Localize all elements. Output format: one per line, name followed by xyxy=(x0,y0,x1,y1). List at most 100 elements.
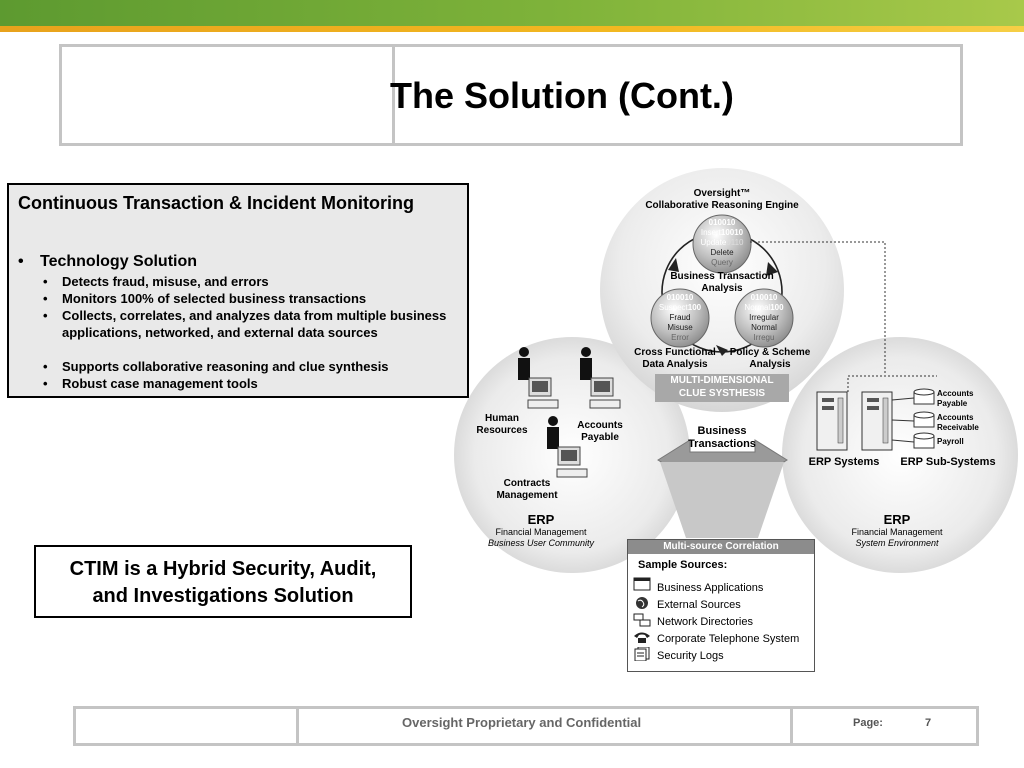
contracts-label: Contracts Management xyxy=(487,478,567,502)
server-1 xyxy=(816,391,848,451)
top-banner xyxy=(0,0,1024,26)
db-line: Receivable xyxy=(937,423,979,432)
erp-right-label: ERP Financial Management System Environm… xyxy=(826,512,968,549)
node-left-labels: 010010 Suspect100 Fraud Misuse Error xyxy=(652,293,708,343)
node-text: Misuse xyxy=(667,323,693,332)
source-corporate-telephone: Corporate Telephone System xyxy=(657,633,800,645)
source-network-directories: Network Directories xyxy=(657,616,753,628)
node-text: Suspect xyxy=(658,303,688,312)
node-text-row: Normal100 xyxy=(736,303,792,313)
arrow-head-right xyxy=(766,262,778,276)
multi-dim-label: MULTI-DIMENSIONAL CLUE SYSTHESIS xyxy=(655,374,789,400)
bta-line: Business Transaction xyxy=(670,271,774,282)
dashed-link-sub xyxy=(847,375,937,392)
node-text: 010010 xyxy=(750,293,778,302)
title-divider xyxy=(392,47,395,143)
engine-circle xyxy=(600,168,844,412)
erp-left-sub: Business User Community xyxy=(487,538,595,548)
node-text: Query xyxy=(711,258,733,267)
telephone-icon xyxy=(634,632,650,643)
node-text: 0110 xyxy=(726,238,744,247)
person-hr xyxy=(518,347,559,409)
bt-line: Business xyxy=(697,425,747,437)
footer-page-label: Page: xyxy=(853,717,883,729)
node-text: Normal xyxy=(744,303,771,312)
node-right xyxy=(734,288,794,348)
ap-line: Accounts xyxy=(577,420,623,431)
funnel xyxy=(660,462,784,538)
node-right-labels: 010010 Normal100 Irregular Normal Irregu xyxy=(736,293,792,343)
node-text: Insert xyxy=(700,228,721,237)
node-text: Normal xyxy=(751,323,777,332)
erp-systems-label: ERP Systems xyxy=(808,456,880,468)
server-2 xyxy=(861,391,893,451)
multi-dim-band xyxy=(655,374,789,402)
policy-line: Policy & Scheme xyxy=(729,347,811,358)
arrow-head-bottom xyxy=(716,345,728,356)
node-text: Fraud xyxy=(669,313,691,322)
node-text: 010010 xyxy=(708,218,736,227)
arrow-head-left xyxy=(668,258,679,272)
window-icon xyxy=(633,577,651,591)
bta-line: Analysis xyxy=(701,283,743,294)
footer-divider xyxy=(790,709,793,743)
source-external-sources: External Sources xyxy=(657,599,741,611)
node-left xyxy=(650,288,710,348)
erp-right-sub: System Environment xyxy=(855,538,939,548)
erp-left-title: ERP xyxy=(527,512,555,527)
bullet-technology-solution: • Technology Solution xyxy=(18,253,197,271)
sub-bullet: •Detects fraud, misuse, and errors xyxy=(43,274,269,289)
sub-bullet-label: Collects, correlates, and analyzes data … xyxy=(62,308,447,340)
sample-sources-label: Sample Sources: xyxy=(638,559,728,571)
erp-subsystems-label: ERP Sub-Systems xyxy=(900,456,996,468)
hybrid-line-1: CTIM is a Hybrid Security, Audit, xyxy=(69,558,377,580)
db-accounts-receivable-label: Accounts Receivable xyxy=(937,413,979,433)
footer-page-number: 7 xyxy=(925,717,932,729)
engine-title-line: Collaborative Reasoning Engine xyxy=(645,200,799,211)
title-frame xyxy=(59,44,963,146)
footer-divider xyxy=(296,709,299,743)
hr-line: Resources xyxy=(476,425,528,436)
node-text: 100 xyxy=(770,303,784,312)
cross-line: Data Analysis xyxy=(642,359,708,370)
logs-icon xyxy=(634,647,650,661)
node-top-labels: 010010 Insert10010 Update0110 Delete Que… xyxy=(696,218,748,268)
sub-bullet-label: Monitors 100% of selected business trans… xyxy=(62,291,367,306)
bullet-main-label: Technology Solution xyxy=(40,253,198,270)
db-accounts-payable xyxy=(913,388,935,405)
sub-bullet-label: Detects fraud, misuse, and errors xyxy=(62,274,269,289)
node-text: Delete xyxy=(710,248,734,257)
db-payroll-label: Payroll xyxy=(937,437,964,446)
db-line: Accounts xyxy=(937,413,974,422)
db-accounts-payable-label: Accounts Payable xyxy=(937,389,973,409)
erp-right-title: ERP xyxy=(883,512,911,527)
engine-title: Oversight™ Collaborative Reasoning Engin… xyxy=(622,188,822,212)
ctm-heading: Continuous Transaction & Incident Monito… xyxy=(18,193,414,213)
policy-line: Analysis xyxy=(749,359,791,370)
hybrid-callout xyxy=(34,545,412,618)
bullet-dot: • xyxy=(18,253,24,270)
hr-line: Human xyxy=(485,413,519,424)
sub-bullet-label: Robust case management tools xyxy=(62,376,258,391)
db-line: Accounts xyxy=(937,389,974,398)
sources-header: Multi-source Correlation xyxy=(628,540,814,554)
dashed-link xyxy=(750,241,886,375)
multi-line: CLUE SYSTHESIS xyxy=(678,388,766,399)
source-business-applications: Business Applications xyxy=(657,582,764,594)
node-text: Error xyxy=(671,333,689,342)
engine-title-line: Oversight™ xyxy=(693,188,751,199)
node-text: 010010 xyxy=(666,293,694,302)
bt-line: Transactions xyxy=(688,438,756,450)
person-ap xyxy=(580,347,621,409)
node-text: Update xyxy=(700,238,727,247)
db-payroll xyxy=(913,432,935,449)
page-title: The Solution (Cont.) xyxy=(390,75,734,116)
node-text: Irregu xyxy=(753,333,775,342)
node-text-row: Insert10010 xyxy=(696,228,748,238)
policy-scheme-label: Policy & Scheme Analysis xyxy=(720,347,820,371)
contracts-line: Contracts xyxy=(503,478,551,489)
network-icon xyxy=(633,613,651,627)
person-contracts xyxy=(547,416,588,478)
source-security-logs: Security Logs xyxy=(657,650,724,662)
